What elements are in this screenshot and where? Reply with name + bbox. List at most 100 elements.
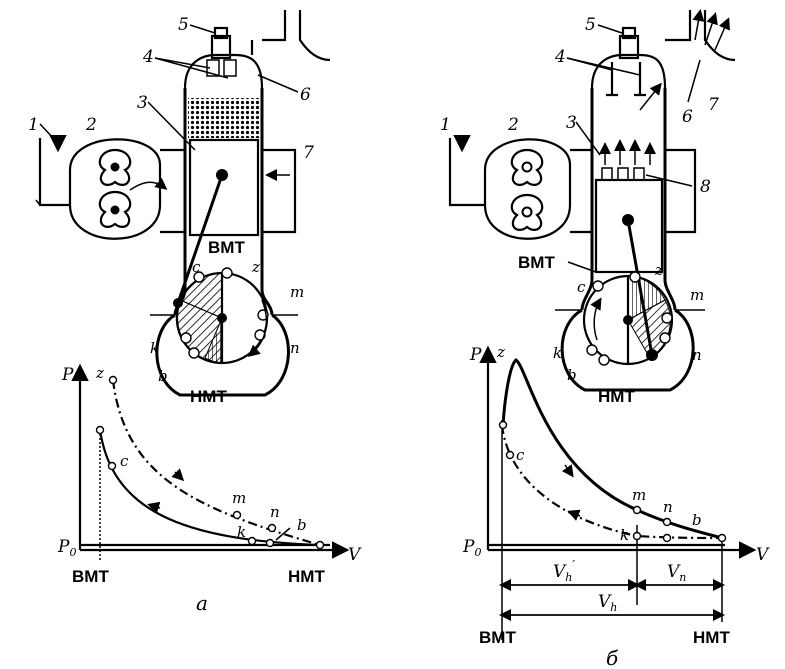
pv-bdc-label-a: НМТ	[288, 567, 325, 586]
v-axis-label-a: V	[348, 545, 362, 565]
pv-label-c-a: c	[120, 452, 129, 470]
crank-point-z-a	[221, 267, 233, 279]
piston-a	[188, 138, 260, 237]
crank-label-z-a: z	[251, 258, 260, 276]
caption-b: б	[606, 646, 619, 669]
pv-point-b-b	[717, 533, 727, 543]
blower-housing-a	[68, 138, 162, 240]
crank-center-b	[623, 315, 633, 325]
crank-point-k-a	[180, 332, 192, 344]
pv-label-b-a: b	[297, 516, 307, 534]
crank-label-b-a: b	[158, 367, 168, 385]
expansion-arrow-b	[561, 464, 574, 478]
blower-rotor-top-a	[98, 148, 132, 186]
valve-left-b	[606, 62, 618, 97]
pv-point-top-a	[95, 425, 105, 435]
connecting-rod-b	[626, 219, 654, 356]
cylinder-wall-left-b	[580, 88, 594, 311]
pv-label-z-b: z	[496, 343, 505, 361]
p-axis-label-b: P	[469, 345, 482, 365]
leader-1-a	[39, 123, 56, 141]
crankcase-b	[560, 308, 695, 392]
air-channel-b	[570, 148, 594, 234]
crank-point-c-a	[193, 271, 205, 283]
label-4-b: 4	[554, 47, 566, 67]
leader-3-b	[575, 121, 601, 156]
intake-pipe-b	[448, 138, 485, 207]
cylinder-wall-left-a	[173, 88, 187, 316]
bdc-label-a: НМТ	[190, 387, 227, 406]
leader-6-a	[257, 74, 299, 93]
crank-label-k-a: k	[150, 339, 159, 357]
leader-6-b	[687, 59, 701, 103]
label-6-b: 6	[682, 107, 693, 127]
label-4-a: 4	[142, 47, 154, 67]
crank-point-c-b	[592, 280, 604, 292]
p-axis-label-a: P	[61, 365, 74, 385]
crank-label-z-b: z	[654, 261, 663, 279]
pv-point-k2-b	[662, 533, 672, 543]
crank-label-k-b: k	[553, 344, 562, 362]
expansion-curve-b	[501, 358, 723, 540]
label-2-b: 2	[507, 115, 519, 135]
tdc-leader-b	[567, 261, 597, 273]
tdc-label-b: ВМТ	[518, 253, 555, 272]
cylinder-head-b	[590, 53, 667, 89]
pv-diagram-a: P V P0 z c m n k b ВМТ НМТ а	[57, 363, 362, 615]
label-3-a: 3	[137, 93, 148, 113]
dim-label-vh-b: Vh	[598, 592, 617, 614]
leader-5-a	[189, 24, 216, 34]
intake-arrow-a	[35, 199, 41, 206]
blower-rotor-bottom-b	[510, 193, 544, 231]
crank-label-c-b: c	[577, 278, 586, 296]
pv-label-m-b: m	[632, 486, 646, 504]
combustion-charge-a	[188, 98, 260, 138]
pv-bdc-label-b: НМТ	[693, 628, 730, 647]
engine-b: 1 2 3 4 5 6 7 8 ВМТ НМТ c z m n k b	[440, 9, 736, 406]
bdc-label-b: НМТ	[598, 387, 635, 406]
valve-right-b	[634, 62, 646, 97]
pv-tdc-label-b: ВМТ	[479, 628, 516, 647]
crank-label-n-b: n	[692, 346, 702, 364]
crank-center-a	[217, 313, 227, 323]
pv-point-k-a	[247, 536, 257, 546]
compression-curve-b	[500, 424, 723, 540]
pv-tdc-label-a: ВМТ	[72, 567, 109, 586]
exhaust-out-arrow-3-b	[714, 17, 730, 51]
crank-point-k-b	[586, 344, 598, 356]
dim-label-vp-b: Vп	[667, 562, 686, 584]
compression-arrow-a	[147, 501, 161, 514]
crank-label-c-a: c	[192, 258, 201, 276]
air-channel-a	[160, 148, 187, 234]
leader-3-a	[147, 101, 196, 151]
label-5-b: 5	[585, 15, 596, 35]
compression-curve-a	[98, 429, 321, 547]
port-8-1-b	[601, 167, 613, 181]
pv-point-n-a	[267, 523, 277, 533]
valve-right-a	[223, 59, 237, 77]
crank-label-b-b: b	[567, 366, 577, 384]
dim-label-vh-prime-b: Vh′	[553, 558, 575, 584]
engine-a: 1 2 3 4 5 6 7 ВМТ НМТ c z m n k b	[28, 10, 331, 406]
tdc-label-a: ВМТ	[208, 238, 245, 257]
rotation-arrow-b	[590, 297, 602, 341]
port-8-3-b	[633, 167, 645, 181]
jacket-right-a	[262, 148, 297, 234]
leader-4b-b	[566, 57, 641, 76]
crank-point-z-b	[629, 271, 641, 283]
crank-pin-b	[646, 349, 658, 361]
blower-rotor-top-b	[510, 148, 544, 186]
pv-label-z-a: z	[95, 364, 104, 382]
pv-label-k-b: k	[620, 526, 629, 544]
rotation-arrow-a	[247, 299, 268, 357]
expansion-arrow-a	[171, 468, 185, 482]
exhaust-pipe-b	[665, 10, 736, 62]
pv-label-k-a: k	[237, 523, 246, 541]
jacket-right-b	[665, 148, 697, 234]
pv-point-z-a	[108, 375, 118, 385]
piston-b	[594, 178, 664, 274]
leader-8-b	[645, 174, 693, 187]
label-1-a: 1	[28, 115, 39, 135]
